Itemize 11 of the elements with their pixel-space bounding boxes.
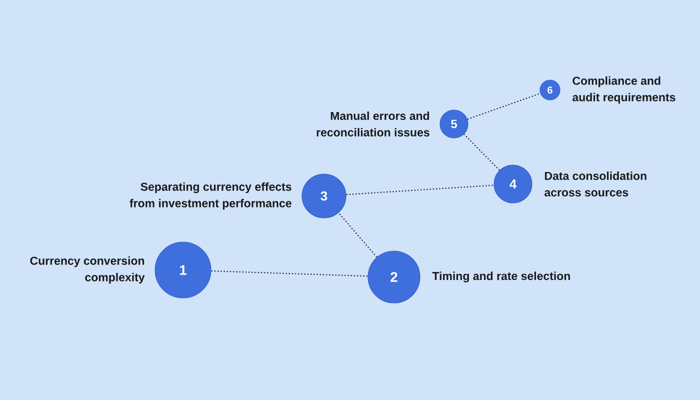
node-label: Timing and rate selection xyxy=(432,272,570,282)
node-label: Compliance and audit requirements xyxy=(572,76,676,104)
dotted-line xyxy=(346,184,494,196)
dotted-line xyxy=(467,92,540,120)
node-label: Manual errors and reconciliation issues xyxy=(316,112,430,136)
node-label: Data consolidation across sources xyxy=(544,172,646,196)
dotted-line xyxy=(211,270,368,277)
node-label: Separating currency effects from investment performance xyxy=(130,182,292,210)
node-label: Currency conversion complexity xyxy=(30,256,145,284)
dotted-line xyxy=(464,134,500,171)
dotted-line xyxy=(338,212,378,258)
